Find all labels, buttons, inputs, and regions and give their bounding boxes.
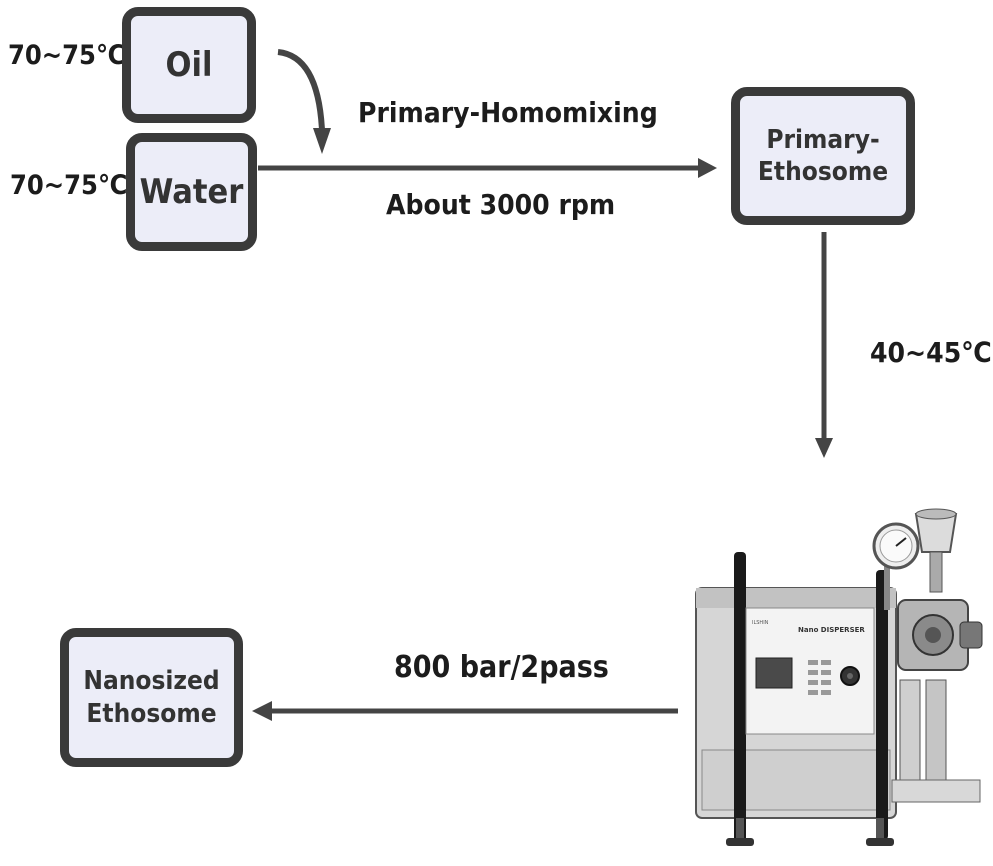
oil-merge-arrow (278, 52, 322, 130)
machine-panel-title: Nano DISPERSER (798, 626, 865, 634)
machine-panel-brand: ILSHIN (752, 620, 769, 626)
machine-display-screen (756, 658, 792, 688)
mixing-arrowhead (698, 158, 717, 178)
homogenizing-arrowhead (252, 701, 272, 721)
oil-merge-arrowhead (313, 128, 331, 154)
homogenizer-machine-image: Nano DISPERSER ILSHIN (688, 500, 988, 860)
cooling-arrowhead (815, 438, 833, 458)
hopper (916, 514, 956, 552)
